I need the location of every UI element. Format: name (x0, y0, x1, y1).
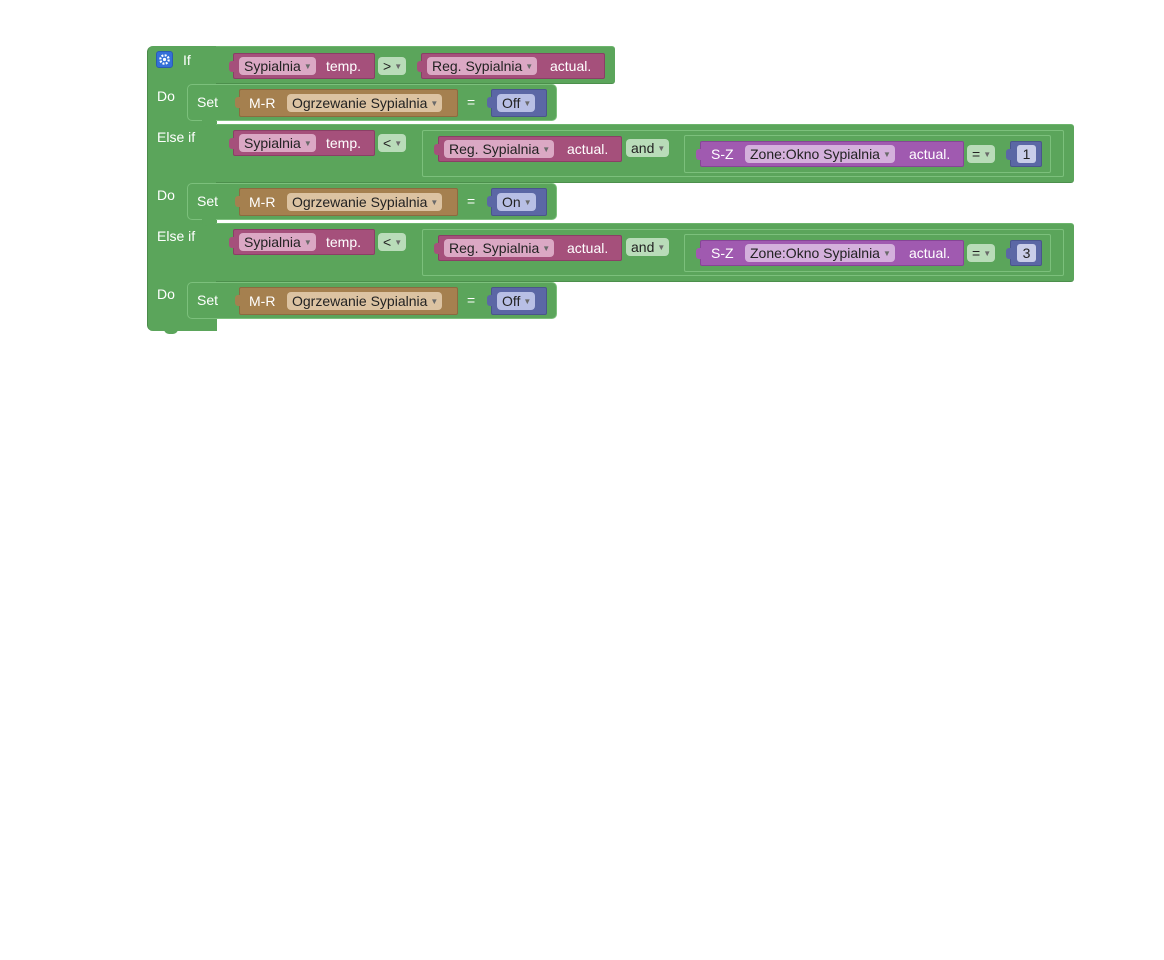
value-dropdown[interactable]: On▼ (497, 193, 536, 211)
number-block[interactable]: 3 (1006, 240, 1042, 266)
actuator-prefix: M-R (249, 95, 276, 111)
statement-connector (202, 119, 216, 127)
regulator-suffix: actual. (567, 141, 609, 157)
zone-dropdown[interactable]: Zone:Okno Sypialnia▼ (745, 244, 895, 262)
sensor-suffix: temp. (326, 58, 362, 74)
caret-down-icon: ▼ (303, 62, 312, 71)
do-label-1: Do (157, 88, 175, 104)
value-dropdown[interactable]: Off▼ (497, 292, 536, 310)
number-input[interactable]: 3 (1017, 244, 1036, 262)
value-block[interactable]: Off▼ (487, 89, 547, 117)
caret-down-icon: ▼ (882, 150, 891, 159)
value-dropdown[interactable]: Off▼ (497, 94, 536, 112)
caret-down-icon: ▼ (523, 297, 532, 306)
regulator-block[interactable]: Reg. Sypialnia▼ actual. (434, 235, 622, 261)
actuator-dropdown[interactable]: Ogrzewanie Sypialnia▼ (287, 193, 443, 211)
zone-suffix: actual. (909, 146, 951, 162)
set-label: Set (197, 292, 219, 308)
zone-operator-dropdown[interactable]: =▼ (967, 145, 996, 163)
logic-dropdown[interactable]: and▼ (626, 139, 670, 157)
caret-down-icon: ▼ (430, 198, 439, 207)
zone-block[interactable]: S-Z Zone:Okno Sypialnia▼ actual. (696, 240, 964, 266)
caret-down-icon: ▼ (430, 297, 439, 306)
value-block[interactable]: Off▼ (487, 287, 547, 315)
value-block[interactable]: On▼ (487, 188, 547, 216)
actuator-dropdown[interactable]: Ogrzewanie Sypialnia▼ (287, 292, 443, 310)
sensor-suffix: temp. (326, 234, 362, 250)
regulator-dropdown[interactable]: Reg. Sypialnia▼ (444, 239, 555, 257)
caret-down-icon: ▼ (983, 249, 992, 258)
actuator-block[interactable]: M-R Ogrzewanie Sypialnia▼ (235, 287, 458, 315)
equals-label: = (467, 292, 476, 308)
caret-down-icon: ▼ (303, 139, 312, 148)
zone-prefix: S-Z (711, 245, 734, 261)
equals-label: = (467, 193, 476, 209)
caret-down-icon: ▼ (525, 62, 534, 71)
caret-down-icon: ▼ (657, 243, 666, 252)
zone-dropdown[interactable]: Zone:Okno Sypialnia▼ (745, 145, 895, 163)
sensor-dropdown[interactable]: Sypialnia▼ (239, 233, 316, 251)
sensor-dropdown[interactable]: Sypialnia▼ (239, 134, 316, 152)
zone-operator-dropdown[interactable]: =▼ (967, 244, 996, 262)
actuator-block[interactable]: M-R Ogrzewanie Sypialnia▼ (235, 188, 458, 216)
operator-dropdown[interactable]: <▼ (378, 134, 407, 152)
caret-down-icon: ▼ (303, 238, 312, 247)
actuator-dropdown[interactable]: Ogrzewanie Sypialnia▼ (287, 94, 443, 112)
caret-down-icon: ▼ (657, 144, 666, 153)
caret-down-icon: ▼ (983, 150, 992, 159)
number-block[interactable]: 1 (1006, 141, 1042, 167)
set-label: Set (197, 94, 219, 110)
caret-down-icon: ▼ (542, 145, 551, 154)
actuator-block[interactable]: M-R Ogrzewanie Sypialnia▼ (235, 89, 458, 117)
sensor-block[interactable]: Sypialnia▼ temp. (229, 53, 375, 79)
regulator-block[interactable]: Reg. Sypialnia▼ actual. (434, 136, 622, 162)
actuator-prefix: M-R (249, 194, 276, 210)
actuator-prefix: M-R (249, 293, 276, 309)
elseif-label-2: Else if (157, 228, 196, 244)
caret-down-icon: ▼ (523, 198, 532, 207)
gear-icon[interactable] (156, 51, 173, 68)
caret-down-icon: ▼ (394, 62, 403, 71)
statement-connector (202, 218, 216, 226)
sensor-block[interactable]: Sypialnia▼ temp. (229, 229, 375, 255)
caret-down-icon: ▼ (523, 99, 532, 108)
number-input[interactable]: 1 (1017, 145, 1036, 163)
sensor-dropdown[interactable]: Sypialnia▼ (239, 57, 316, 75)
regulator-dropdown[interactable]: Reg. Sypialnia▼ (427, 57, 538, 75)
if-label: If (183, 52, 191, 68)
caret-down-icon: ▼ (882, 249, 891, 258)
caret-down-icon: ▼ (542, 244, 551, 253)
sensor-suffix: temp. (326, 135, 362, 151)
caret-down-icon: ▼ (430, 99, 439, 108)
regulator-block[interactable]: Reg. Sypialnia▼ actual. (417, 53, 605, 79)
sensor-block[interactable]: Sypialnia▼ temp. (229, 130, 375, 156)
caret-down-icon: ▼ (394, 238, 403, 247)
caret-down-icon: ▼ (394, 139, 403, 148)
zone-prefix: S-Z (711, 146, 734, 162)
regulator-suffix: actual. (567, 240, 609, 256)
operator-dropdown[interactable]: <▼ (378, 233, 407, 251)
do-label-2: Do (157, 187, 175, 203)
set-label: Set (197, 193, 219, 209)
regulator-suffix: actual. (550, 58, 592, 74)
equals-label: = (467, 94, 476, 110)
zone-suffix: actual. (909, 245, 951, 261)
regulator-dropdown[interactable]: Reg. Sypialnia▼ (444, 140, 555, 158)
do-label-3: Do (157, 286, 175, 302)
operator-dropdown[interactable]: >▼ (378, 57, 407, 75)
zone-block[interactable]: S-Z Zone:Okno Sypialnia▼ actual. (696, 141, 964, 167)
logic-dropdown[interactable]: and▼ (626, 238, 670, 256)
if-block-bottom-connector (164, 325, 178, 334)
elseif-label-1: Else if (157, 129, 196, 145)
